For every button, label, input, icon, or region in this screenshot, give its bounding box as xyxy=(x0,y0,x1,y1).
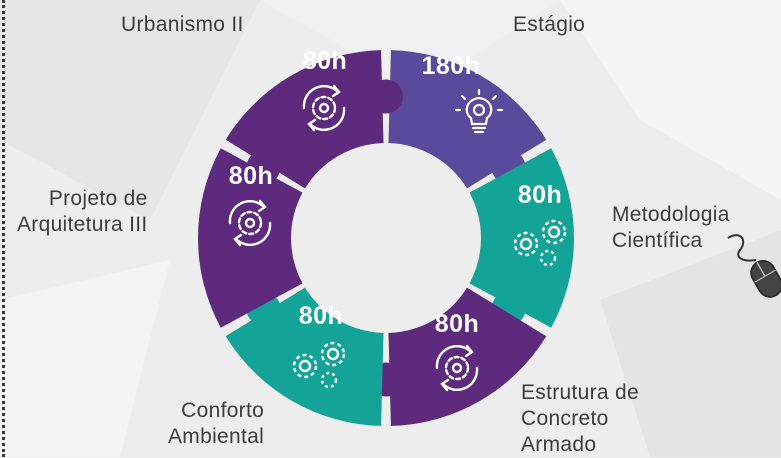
ring-center xyxy=(293,145,479,331)
hours-estrutura: 80h xyxy=(434,310,480,338)
hours-estagio: 180h xyxy=(421,52,481,80)
hours-metodologia: 80h xyxy=(517,181,563,209)
label-conforto: Conforto Ambiental xyxy=(168,399,265,448)
label-estagio: Estágio xyxy=(513,13,586,36)
page-edge-divider xyxy=(2,0,5,457)
ring-segment-estrutura xyxy=(388,287,547,426)
gear-cycle-icon-projeto xyxy=(228,199,272,247)
label-urbanismo: Urbanismo II xyxy=(121,13,244,36)
hours-conforto: 80h xyxy=(298,302,344,330)
gears-icon-metodologia xyxy=(513,219,567,267)
label-projeto: Projeto de Arquitetura III xyxy=(17,187,148,236)
gears-icon-conforto xyxy=(292,341,346,389)
label-metodologia: Metodologia Científica xyxy=(612,203,730,252)
gear-cycle-icon-urbanismo xyxy=(302,84,346,132)
hours-urbanismo: 80h xyxy=(302,47,348,75)
label-estrutura: Estrutura de Concreto Armado xyxy=(521,381,639,456)
hours-projeto: 80h xyxy=(228,162,274,190)
ring-segment-urbanismo xyxy=(225,50,384,189)
puzzle-knob-urbanismo xyxy=(369,79,403,114)
ring-segment-metodologia xyxy=(469,148,574,328)
mouse-scroll-icon[interactable] xyxy=(726,230,781,305)
lightbulb-gear-icon xyxy=(454,88,504,134)
ring-segment-projeto xyxy=(198,148,303,328)
gear-cycle-icon-estrutura xyxy=(435,344,479,392)
